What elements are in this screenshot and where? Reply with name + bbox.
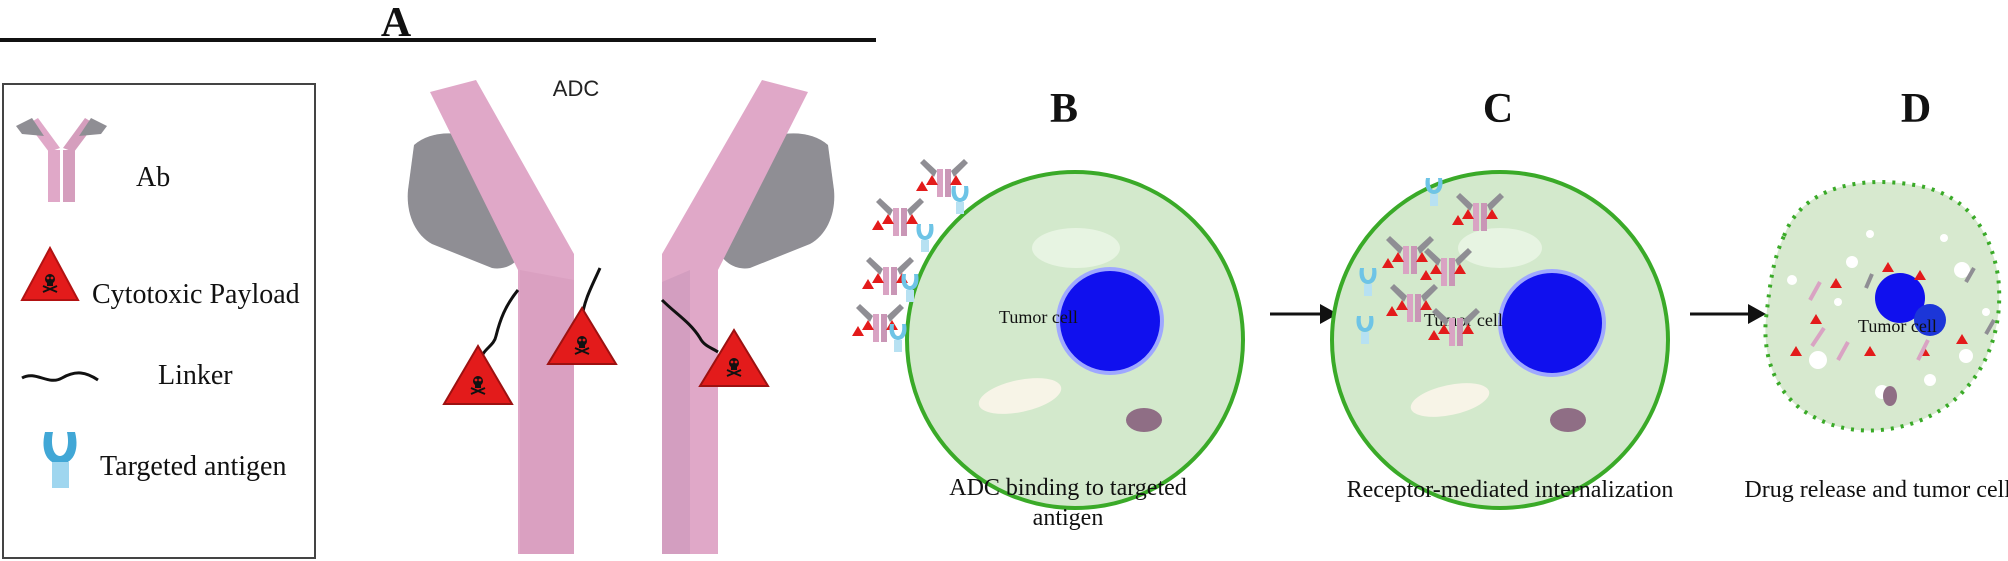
right-heavy-chain [662, 80, 808, 554]
right-linker [660, 298, 719, 354]
tumor-cell-b: Tumor cell [905, 170, 1245, 510]
linker-legend-icon [21, 371, 99, 382]
center-linker [580, 267, 602, 319]
targeted-antigen-legend-icon [43, 432, 77, 488]
legend-box: Ab Cytotoxic Payload Linker Targeted ant… [2, 83, 316, 559]
panel-label-c: C [1483, 86, 1513, 132]
cytotoxic-payload-legend-icon [20, 245, 80, 301]
caption-b-line1: ADC binding to targeted [949, 475, 1187, 501]
tumor-cell-c: Tumor cell [1330, 170, 1670, 510]
adc-payload-left [442, 344, 514, 405]
left-heavy-chain-shadow [520, 270, 574, 554]
panel-label-b: B [1050, 86, 1078, 132]
tumor-cell-label-d: Tumor cell [1858, 316, 1937, 336]
right-heavy-chain-shadow [662, 270, 690, 554]
dying-tumor-cell-d: Tumor cell [1763, 180, 2002, 433]
left-linker [478, 289, 520, 361]
legend-label-linker: Linker [158, 360, 233, 391]
adc-payload-center [546, 306, 618, 365]
caption-b-line2: antigen [1033, 505, 1104, 531]
adc-diagram: ADC [407, 76, 835, 554]
panel-label-d: D [1901, 86, 1931, 132]
arrow-c-to-d [1690, 304, 1766, 324]
legend-label-payload: Cytotoxic Payload [92, 279, 300, 310]
antibody-legend-icon [16, 118, 107, 202]
arrow-b-to-c [1270, 304, 1338, 324]
caption-c: Receptor-mediated internalization [1347, 477, 1674, 503]
adc-label: ADC [553, 76, 600, 101]
legend-label-antigen: Targeted antigen [100, 451, 286, 482]
caption-d: Drug release and tumor cell killing [1744, 477, 2008, 503]
tumor-cell-label-b: Tumor cell [999, 307, 1078, 327]
legend-label-ab: Ab [136, 162, 170, 193]
adc-payload-right [698, 328, 770, 387]
panel-label-a: A [381, 0, 412, 46]
